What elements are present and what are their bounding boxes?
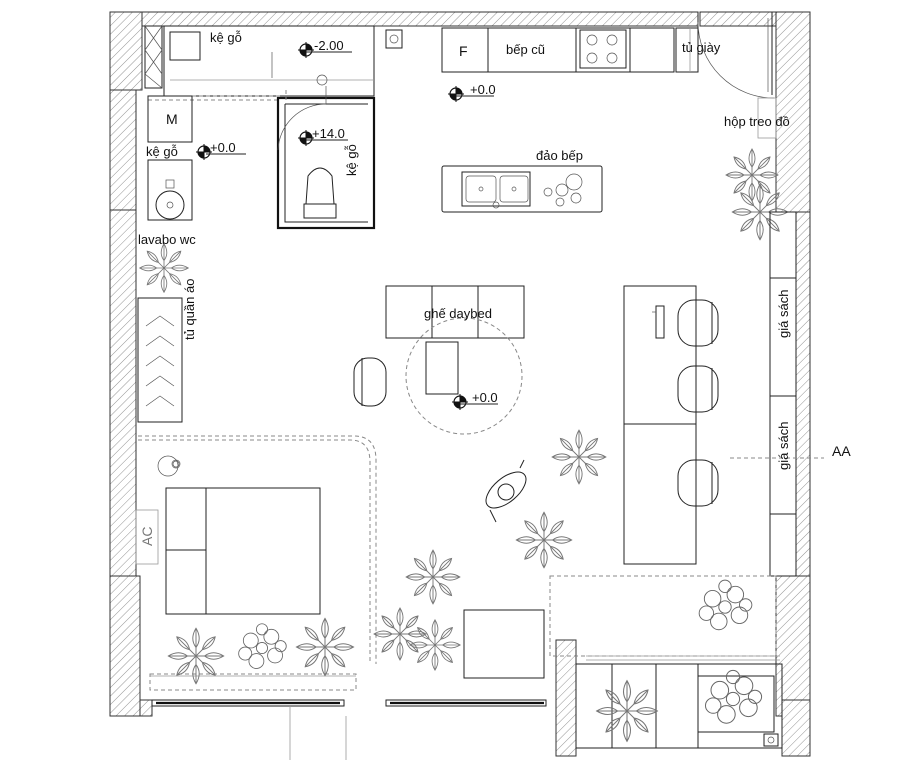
chair-icon <box>677 299 719 347</box>
level-marker-icon <box>451 393 469 411</box>
label-ghe-daybed: ghế daybed <box>424 306 492 321</box>
kitchen-counter <box>441 27 699 73</box>
plant-icon <box>139 243 189 293</box>
plant-icon <box>515 511 573 569</box>
walls <box>109 11 811 757</box>
balcony <box>549 575 783 749</box>
person-icon <box>485 459 527 523</box>
wardrobe <box>137 297 183 423</box>
stove-icon <box>579 29 627 69</box>
label-ke-go-top: kệ gỗ <box>210 30 242 45</box>
label-dao-bep: đảo bếp <box>536 148 583 163</box>
level-wc-shower: +14.0 <box>312 126 345 141</box>
side-table <box>463 609 545 679</box>
plant-icon <box>551 429 607 485</box>
windows <box>151 699 547 760</box>
wardrobe-niche <box>144 25 163 89</box>
label-gia-sach-1: giá sách <box>776 290 791 338</box>
label-section-aa: AA <box>832 443 851 459</box>
plant-icon <box>725 148 779 202</box>
label-ke-go-vertical: kệ gỗ <box>344 144 359 176</box>
level-wc-floor: -2.00 <box>314 38 344 53</box>
level-marker-icon <box>297 41 315 59</box>
kitchen-island <box>441 165 603 213</box>
label-ac: AC <box>139 527 155 546</box>
level-living: +0.0 <box>472 390 498 405</box>
toilet-icon <box>303 167 337 219</box>
label-gia-sach-2: giá sách <box>776 422 791 470</box>
wc-area <box>147 25 403 230</box>
plant-icon <box>409 619 461 671</box>
label-tu-giay: tủ giày <box>682 40 721 55</box>
daybed <box>353 285 525 435</box>
lamp-icon <box>172 460 180 468</box>
label-ke-go-left: kệ gỗ <box>146 144 178 159</box>
level-kitchen: +0.0 <box>470 82 496 97</box>
plant-icon <box>167 627 225 685</box>
chair-icon <box>677 459 719 507</box>
desk-area <box>623 211 824 577</box>
label-fridge: F <box>459 43 468 59</box>
plant-icon <box>405 549 461 605</box>
level-wc-basin: +0.0 <box>210 140 236 155</box>
label-washer: M <box>166 111 178 127</box>
chair-icon <box>677 365 719 413</box>
plant-icon <box>238 623 287 669</box>
label-hop-treo-do: hộp treo đồ <box>724 114 790 129</box>
label-tu-quan-ao: tủ quần áo <box>182 279 197 340</box>
level-marker-icon <box>447 85 465 103</box>
plant-icon <box>295 617 355 677</box>
sink-icon <box>461 171 531 209</box>
label-lavabo-wc: lavabo wc <box>138 232 196 247</box>
entry-door <box>697 12 777 139</box>
chair-icon <box>353 357 387 407</box>
plant-icon <box>373 607 427 661</box>
label-bep-cu: bếp cũ <box>506 42 545 57</box>
bedroom <box>135 435 377 691</box>
